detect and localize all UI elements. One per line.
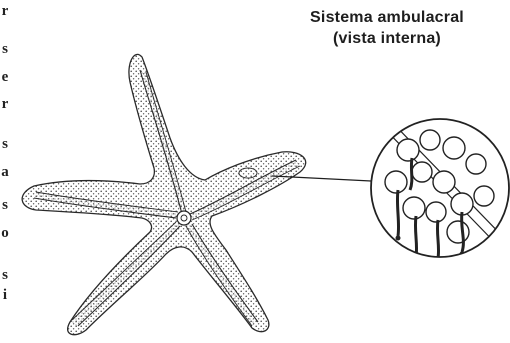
starfish [22, 54, 306, 334]
magnified-inset [371, 116, 510, 263]
starfish-body [22, 54, 306, 334]
central-disc [177, 211, 191, 225]
